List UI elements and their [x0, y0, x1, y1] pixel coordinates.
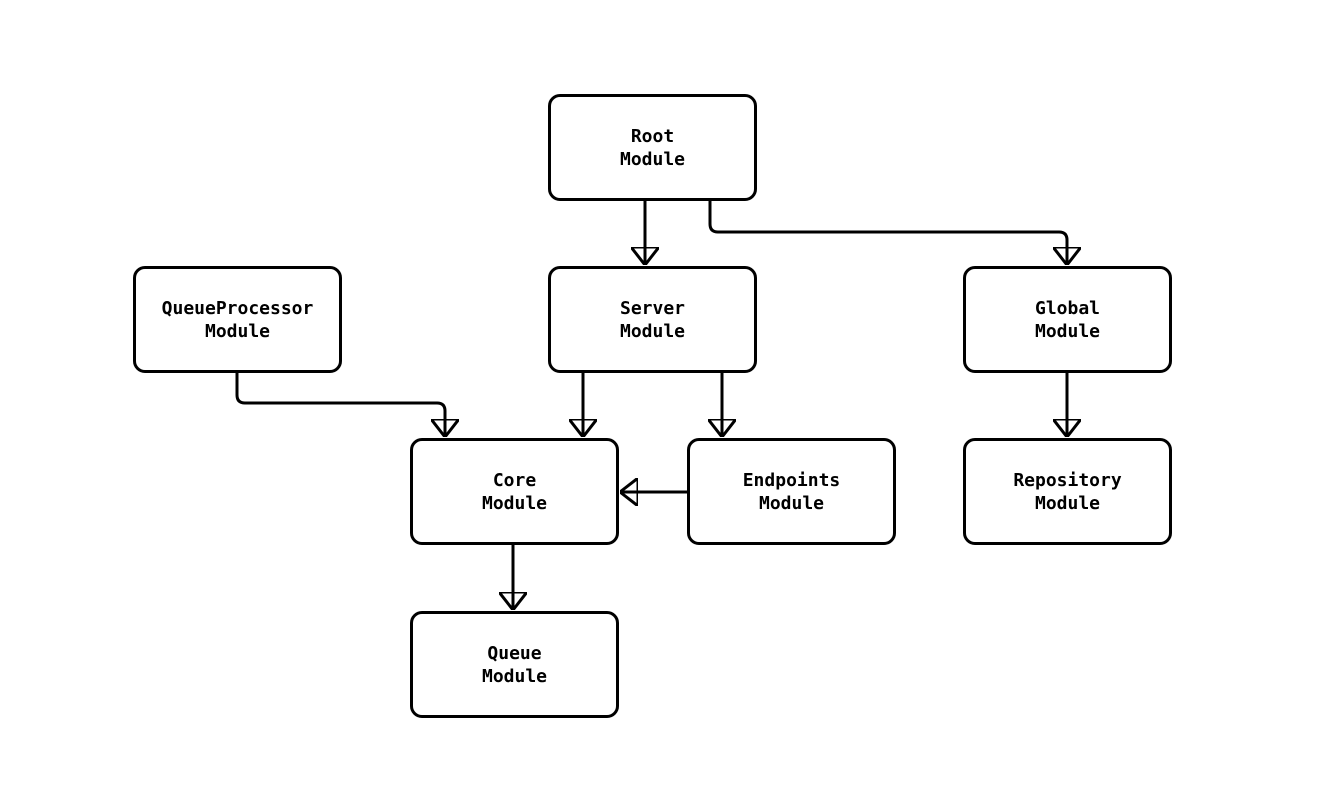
node-endpoints-module: Endpoints Module	[687, 438, 896, 545]
node-label: Queue	[487, 642, 542, 664]
node-label: Module	[758, 492, 825, 514]
node-repository-module: Repository Module	[963, 438, 1172, 545]
node-label: Module	[1034, 492, 1101, 514]
node-label: Module	[1034, 320, 1101, 342]
node-label: QueueProcessor	[161, 297, 314, 319]
node-label: Module	[481, 492, 548, 514]
node-label: Global	[1034, 297, 1101, 319]
node-label: Repository	[1013, 469, 1122, 491]
node-label: Module	[481, 665, 548, 687]
node-queueprocessor-module: QueueProcessor Module	[133, 266, 342, 373]
node-label: Module	[619, 320, 686, 342]
node-queue-module: Queue Module	[410, 611, 619, 718]
node-label: Root	[630, 125, 675, 147]
node-global-module: Global Module	[963, 266, 1172, 373]
node-label: Core	[492, 469, 537, 491]
node-core-module: Core Module	[410, 438, 619, 545]
node-label: Module	[619, 148, 686, 170]
node-label: Endpoints	[742, 469, 841, 491]
node-label: Server	[619, 297, 686, 319]
edge-queueprocessor-to-core	[235, 373, 445, 436]
edge-root-to-global	[708, 201, 1067, 264]
node-server-module: Server Module	[548, 266, 757, 373]
node-root-module: Root Module	[548, 94, 757, 201]
node-label: Module	[204, 320, 271, 342]
